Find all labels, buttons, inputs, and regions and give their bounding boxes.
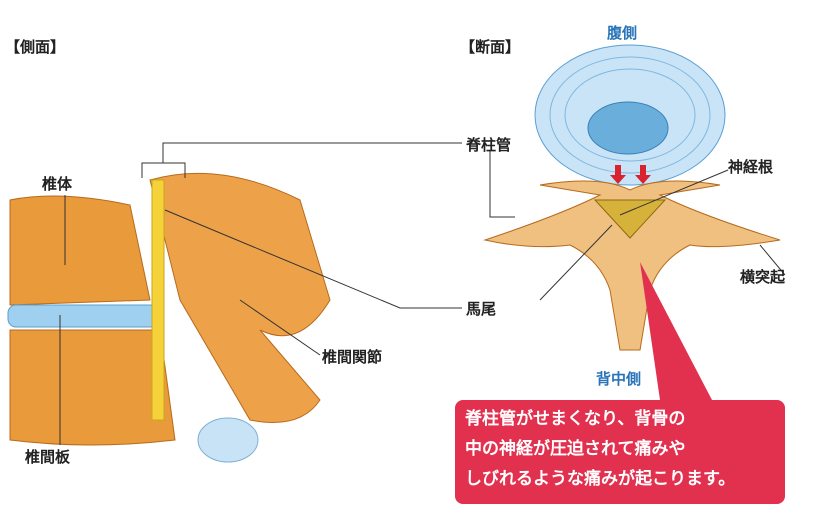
side-view-spine bbox=[7, 172, 331, 463]
transverse-label: 横突起 bbox=[740, 268, 786, 286]
facet-label: 椎間関節 bbox=[322, 348, 383, 366]
callout-line: 脊柱管がせまくなり、背骨の bbox=[465, 409, 686, 429]
vertebral-body-label: 椎体 bbox=[42, 175, 73, 193]
canal-label: 脊柱管 bbox=[466, 136, 512, 154]
side-view-title: 【側面】 bbox=[5, 38, 66, 56]
cross-section bbox=[483, 44, 781, 351]
dorsal-label: 背中側 bbox=[596, 370, 642, 388]
callout-pointer bbox=[640, 262, 712, 400]
ventral-label: 腹側 bbox=[607, 24, 638, 42]
callout-box: 脊柱管がせまくなり、背骨の 中の神経が圧迫されて痛みや しびれるような痛みが起こ… bbox=[455, 400, 785, 504]
compression-arrows bbox=[610, 165, 651, 184]
callout-line: しびれるような痛みが起こります。 bbox=[465, 469, 736, 489]
cauda-equina bbox=[151, 179, 165, 421]
disc-label: 椎間板 bbox=[25, 448, 71, 466]
cross-section-title: 【断面】 bbox=[460, 38, 521, 56]
nerve-root-label: 神経根 bbox=[728, 158, 774, 176]
leader-lines bbox=[59, 142, 786, 445]
cauda-label: 馬尾 bbox=[466, 300, 497, 318]
callout-line: 中の神経が圧迫されて痛みや bbox=[465, 439, 686, 459]
disc-shape bbox=[7, 304, 164, 328]
